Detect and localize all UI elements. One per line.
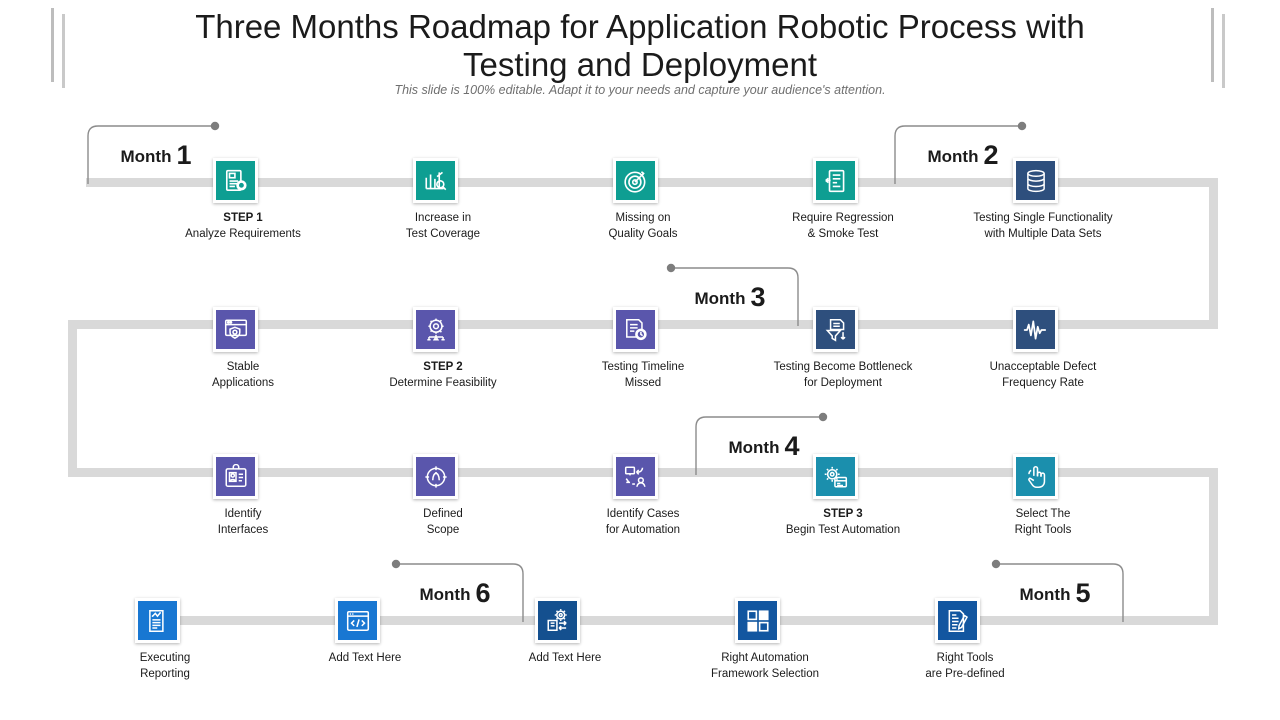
database-stack-icon	[1026, 169, 1045, 192]
caption-identify-cases-automation: Identify Cases for Automation	[605, 508, 681, 536]
tile-stable-applications[interactable]	[213, 307, 258, 352]
tile-select-right-tools[interactable]	[1013, 454, 1058, 499]
report-chart-icon	[148, 609, 164, 632]
document-clock-icon	[625, 318, 647, 340]
gear-window-icon	[824, 466, 847, 488]
gear-exchange-icon	[546, 608, 567, 631]
caption-add-text-here-1: Add Text Here	[328, 652, 402, 664]
caption-increase-test-coverage: Increase in Test Coverage	[405, 212, 481, 240]
tile-testing-timeline-missed[interactable]	[613, 307, 658, 352]
tile-determine-feasibility[interactable]	[413, 307, 458, 352]
caption-stable-applications: Stable Applications	[211, 361, 274, 389]
gear-network-icon	[426, 318, 445, 341]
caption-defect-frequency-rate: Unacceptable Defect Frequency Rate	[989, 361, 1097, 389]
decor-bar	[51, 8, 54, 82]
document-search-icon	[225, 169, 247, 191]
document-pen-icon	[948, 609, 968, 632]
decor-bar	[1211, 8, 1214, 82]
month-bracket-left-icon	[391, 559, 524, 622]
title-decor-left	[48, 8, 74, 90]
caption-add-text-here-2: Add Text Here	[528, 652, 602, 664]
tile-testing-single-functionality[interactable]	[1013, 158, 1058, 203]
id-badge-icon	[224, 463, 247, 487]
decor-bar	[1222, 14, 1225, 88]
caption-analyze-requirements: STEP 1 Analyze Requirements	[185, 212, 301, 240]
caption-executing-reporting: Executing Reporting	[139, 652, 191, 680]
month-bracket-right-icon	[695, 412, 828, 475]
rail-row-4	[140, 616, 1218, 625]
page-title: Three Months Roadmap for Application Rob…	[195, 8, 1085, 83]
browser-code-icon	[346, 610, 369, 631]
tile-identify-interfaces[interactable]	[213, 454, 258, 499]
tile-increase-test-coverage[interactable]	[413, 158, 458, 203]
month-bracket-left-icon	[666, 263, 799, 326]
tile-missing-quality-goals[interactable]	[613, 158, 658, 203]
rail-down-right-2	[1209, 468, 1218, 624]
tile-defined-scope[interactable]	[413, 454, 458, 499]
tile-right-tools-predefined[interactable]	[935, 598, 980, 643]
pulse-wave-icon	[1023, 319, 1046, 340]
rail-down-right-1	[1209, 178, 1218, 328]
funnel-document-icon	[825, 318, 846, 342]
caption-testing-single-functionality: Testing Single Functionality with Multip…	[973, 212, 1113, 240]
caption-testing-timeline-missed: Testing Timeline Missed	[601, 361, 685, 389]
page-subtitle: This slide is 100% editable. Adapt it to…	[394, 83, 886, 97]
tile-testing-bottleneck[interactable]	[813, 307, 858, 352]
tile-add-text-here-2[interactable]	[535, 598, 580, 643]
crosshair-icon	[424, 465, 447, 488]
month-bracket-right-icon	[894, 121, 1027, 184]
flow-user-icon	[624, 465, 646, 487]
caption-determine-feasibility: STEP 2 Determine Feasibility	[389, 361, 497, 389]
caption-missing-quality-goals: Missing on Quality Goals	[608, 212, 678, 240]
title-decor-right	[1208, 8, 1234, 90]
caption-begin-test-automation: STEP 3 Begin Test Automation	[785, 508, 901, 536]
bar-chart-search-icon	[424, 171, 446, 190]
target-icon	[623, 170, 645, 193]
rail-down-left-1	[68, 320, 77, 472]
tile-defect-frequency-rate[interactable]	[1013, 307, 1058, 352]
caption-right-tools-predefined: Right Tools are Pre-defined	[925, 652, 1005, 680]
caption-identify-interfaces: Identify Interfaces	[217, 508, 269, 536]
decor-bar	[62, 14, 65, 88]
tile-automation-framework-selection[interactable]	[735, 598, 780, 643]
browser-shield-icon	[224, 318, 247, 339]
checklist-hand-icon	[824, 169, 844, 192]
month-bracket-left-icon	[991, 559, 1124, 622]
caption-testing-bottleneck: Testing Become Bottleneck for Deployment	[773, 361, 913, 389]
tile-identify-cases-automation[interactable]	[613, 454, 658, 499]
tile-analyze-requirements[interactable]	[213, 158, 258, 203]
grid-blocks-icon	[746, 609, 769, 632]
caption-defined-scope: Defined Scope	[423, 508, 463, 536]
tile-begin-test-automation[interactable]	[813, 454, 858, 499]
tile-executing-reporting[interactable]	[135, 598, 180, 643]
caption-select-right-tools: Select The Right Tools	[1014, 508, 1072, 536]
caption-regression-smoke-test: Require Regression & Smoke Test	[792, 212, 894, 240]
month-bracket-right-icon	[87, 121, 220, 184]
hand-tap-icon	[1027, 465, 1045, 488]
caption-automation-framework-selection: Right Automation Framework Selection	[710, 652, 819, 680]
tile-regression-smoke-test[interactable]	[813, 158, 858, 203]
tile-add-text-here-1[interactable]	[335, 598, 380, 643]
slide-header: Three Months Roadmap for Application Rob…	[0, 0, 1280, 105]
